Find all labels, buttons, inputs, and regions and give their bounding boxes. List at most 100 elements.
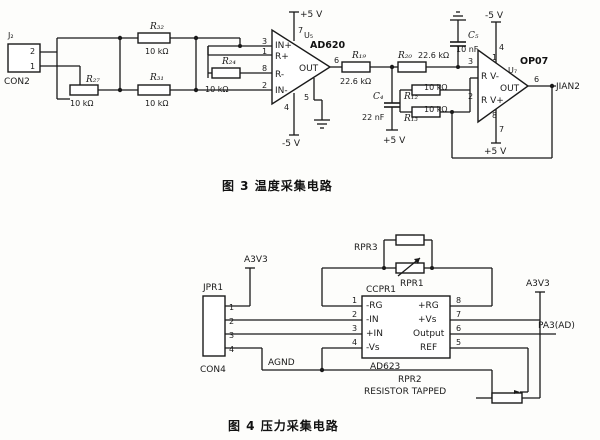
u7-pin3-num: 3 bbox=[468, 57, 473, 66]
jpr1-connector bbox=[202, 295, 226, 357]
r20-ref: R₂₀ bbox=[397, 51, 412, 61]
r32-value: 10 kΩ bbox=[145, 47, 168, 56]
u5-pin7-num: 7 bbox=[298, 26, 303, 35]
rpr2-desc: RESISTOR TAPPED bbox=[364, 387, 446, 397]
ic-left-pin3-label: +IN bbox=[366, 329, 383, 339]
u7-opamp bbox=[477, 48, 530, 124]
rpr1-arrowhead-icon bbox=[414, 258, 420, 264]
ic-name: CCPR1 bbox=[366, 285, 396, 295]
u5-pin6-num: 6 bbox=[334, 56, 339, 65]
c4-value: 22 nF bbox=[362, 113, 385, 122]
u7-pin4-num: 4 bbox=[499, 43, 504, 52]
u7-ref: U₇ bbox=[508, 66, 517, 75]
r12-value: 10 kΩ bbox=[424, 83, 447, 92]
u7-out-label: OUT bbox=[500, 84, 520, 94]
jpr1-ref: JPR1 bbox=[202, 283, 223, 293]
junction-dot bbox=[549, 83, 555, 89]
j2-name: CON2 bbox=[4, 77, 30, 87]
ic-right-pin7-label: +Vs bbox=[418, 315, 437, 325]
rpr3-resistor bbox=[395, 234, 425, 246]
u5-pin8-num: 8 bbox=[262, 64, 267, 73]
r24-value: 10 kΩ bbox=[205, 85, 228, 94]
figure-4-caption: 图 4 压力采集电路 bbox=[228, 418, 339, 433]
r19-value: 22.6 kΩ bbox=[340, 77, 371, 86]
r31-value: 10 kΩ bbox=[145, 99, 168, 108]
u7-pin1-num: 1 bbox=[492, 53, 497, 62]
ic-left-pin1-num: 1 bbox=[352, 296, 357, 305]
ic-right-pin7-num: 7 bbox=[456, 310, 461, 319]
u5-vneg-label: -5 V bbox=[282, 139, 301, 149]
figure-3-temperature-circuit: J₂ CON2 2 1 R₂₇ 10 kΩ R₃₂ 10 kΩ R₃₁ 10 k… bbox=[4, 10, 580, 193]
ic-right-pin6-label: Output bbox=[413, 329, 445, 339]
a3v3-left-label: A3V3 bbox=[244, 255, 268, 265]
r27-value: 10 kΩ bbox=[70, 99, 93, 108]
u5-r-minus-label: R- bbox=[275, 70, 284, 80]
jpr1-pin3-num: 3 bbox=[229, 331, 234, 340]
ic-left-pin1-label: -RG bbox=[366, 301, 383, 311]
u5-vpos-label: +5 V bbox=[300, 10, 323, 20]
j2-pin1-num: 1 bbox=[30, 62, 35, 71]
u7-in-minus-label: R V- bbox=[481, 72, 499, 82]
u5-pin5-num: 5 bbox=[304, 93, 309, 102]
ic-right-pin6-num: 6 bbox=[456, 324, 461, 333]
u5-pin1-num: 1 bbox=[262, 47, 267, 56]
rpr1-label: RPR1 bbox=[400, 279, 424, 289]
r32-ref: R₃₂ bbox=[149, 22, 164, 32]
r13-value: 10 kΩ bbox=[424, 105, 447, 114]
u5-in-plus-label: IN+ bbox=[275, 41, 292, 51]
ic-left-pin2-num: 2 bbox=[352, 310, 357, 319]
junction-dot bbox=[238, 44, 242, 48]
figure-4-pressure-circuit: JPR1 CON4 1 2 3 4 A3V3 AGND CCPR1 AD623 … bbox=[200, 234, 575, 433]
u5-ref: U₅ bbox=[304, 31, 313, 40]
j2-pin2-num: 2 bbox=[30, 47, 35, 56]
ic-part: AD623 bbox=[370, 362, 400, 372]
r31-resistor bbox=[137, 84, 171, 96]
c5-value: 10 nF bbox=[456, 45, 479, 54]
junction-dot bbox=[450, 110, 454, 114]
u5-out-label: OUT bbox=[299, 64, 319, 74]
r27-ref: R₂₇ bbox=[85, 75, 100, 85]
r31-ref: R₃₁ bbox=[149, 73, 164, 83]
rpr1-resistor bbox=[395, 262, 425, 274]
j2-ref: J₂ bbox=[7, 31, 14, 40]
ic-right-pin8-label: +RG bbox=[418, 301, 439, 311]
r27-resistor bbox=[69, 84, 99, 96]
r19-resistor bbox=[341, 61, 371, 73]
r12-ref: R₁₂ bbox=[403, 92, 418, 102]
a3v3-right-label: A3V3 bbox=[526, 279, 550, 289]
u5-pin4-num: 4 bbox=[284, 103, 289, 112]
u7-vneg-label: -5 V bbox=[485, 11, 504, 21]
rpr3-label: RPR3 bbox=[354, 243, 378, 253]
ic-right-pin5-num: 5 bbox=[456, 338, 461, 347]
ad623-ic bbox=[361, 295, 451, 359]
output-net-label: PA3(AD) bbox=[538, 321, 575, 331]
rpr2-label: RPR2 bbox=[398, 375, 422, 385]
u5-r-plus-label: R+ bbox=[275, 52, 289, 62]
r24-ref: R₂₄ bbox=[221, 57, 236, 67]
r20-resistor bbox=[397, 61, 427, 73]
jpr1-pin1-num: 1 bbox=[229, 303, 234, 312]
r13-ref: R₁₃ bbox=[403, 114, 418, 124]
agnd-label: AGND bbox=[268, 358, 295, 368]
ic-right-pin8-num: 8 bbox=[456, 296, 461, 305]
u7-pin8-num: 8 bbox=[492, 111, 497, 120]
u5-opamp bbox=[271, 28, 332, 106]
rpr2-resistor bbox=[491, 392, 523, 404]
c4-ref: C₄ bbox=[373, 92, 384, 102]
jpr1-pin2-num: 2 bbox=[229, 317, 234, 326]
u5-part: AD620 bbox=[310, 40, 345, 51]
u7-part: OP07 bbox=[520, 56, 548, 67]
c5-ref: C₅ bbox=[468, 31, 479, 41]
u7-pin2-num: 2 bbox=[468, 92, 473, 101]
r19-ref: R₁₉ bbox=[351, 51, 366, 61]
ic-left-pin4-num: 4 bbox=[352, 338, 357, 347]
jpr1-name: CON4 bbox=[200, 365, 226, 375]
u7-pin7-num: 7 bbox=[499, 125, 504, 134]
output-label-jian2: JIAN2 bbox=[555, 82, 580, 92]
u5-in-minus-label: IN- bbox=[275, 86, 288, 96]
ic-right-pin5-label: REF bbox=[420, 343, 437, 353]
u5-pin2-num: 2 bbox=[262, 81, 267, 90]
ic-left-pin2-label: -IN bbox=[366, 315, 379, 325]
u7-vpos-label: +5 V bbox=[484, 147, 507, 157]
